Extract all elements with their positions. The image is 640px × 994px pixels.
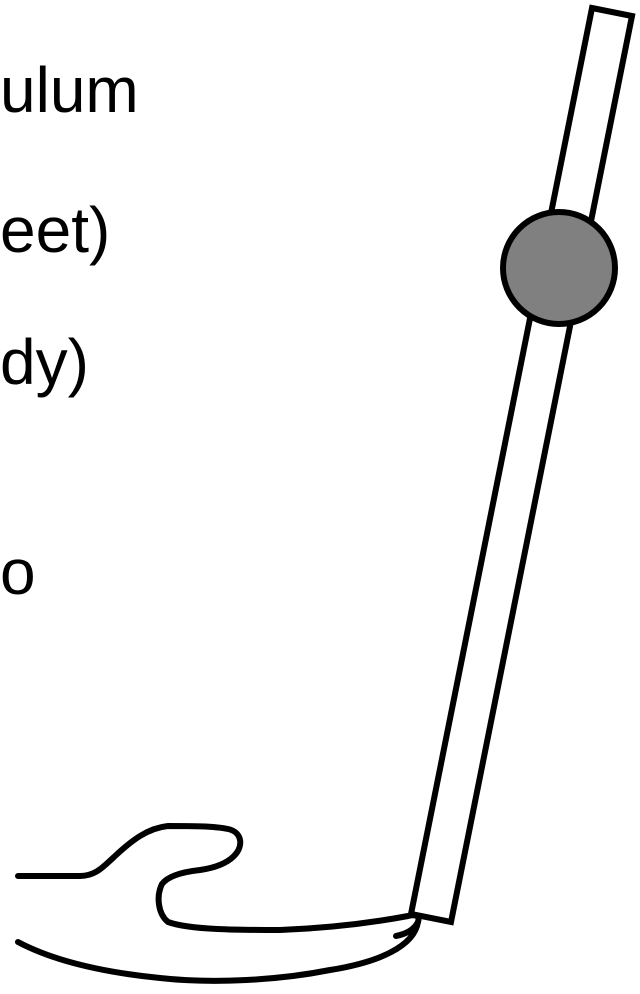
pendulum-bob [500,209,618,327]
text-fragment-4: o [0,536,36,608]
text-fragment-2: eet) [0,194,111,266]
hand-illustration [15,823,422,984]
text-fragment-1: ulum [0,54,139,126]
pendulum-rod [407,4,636,926]
text-fragment-3: dy) [0,326,89,398]
